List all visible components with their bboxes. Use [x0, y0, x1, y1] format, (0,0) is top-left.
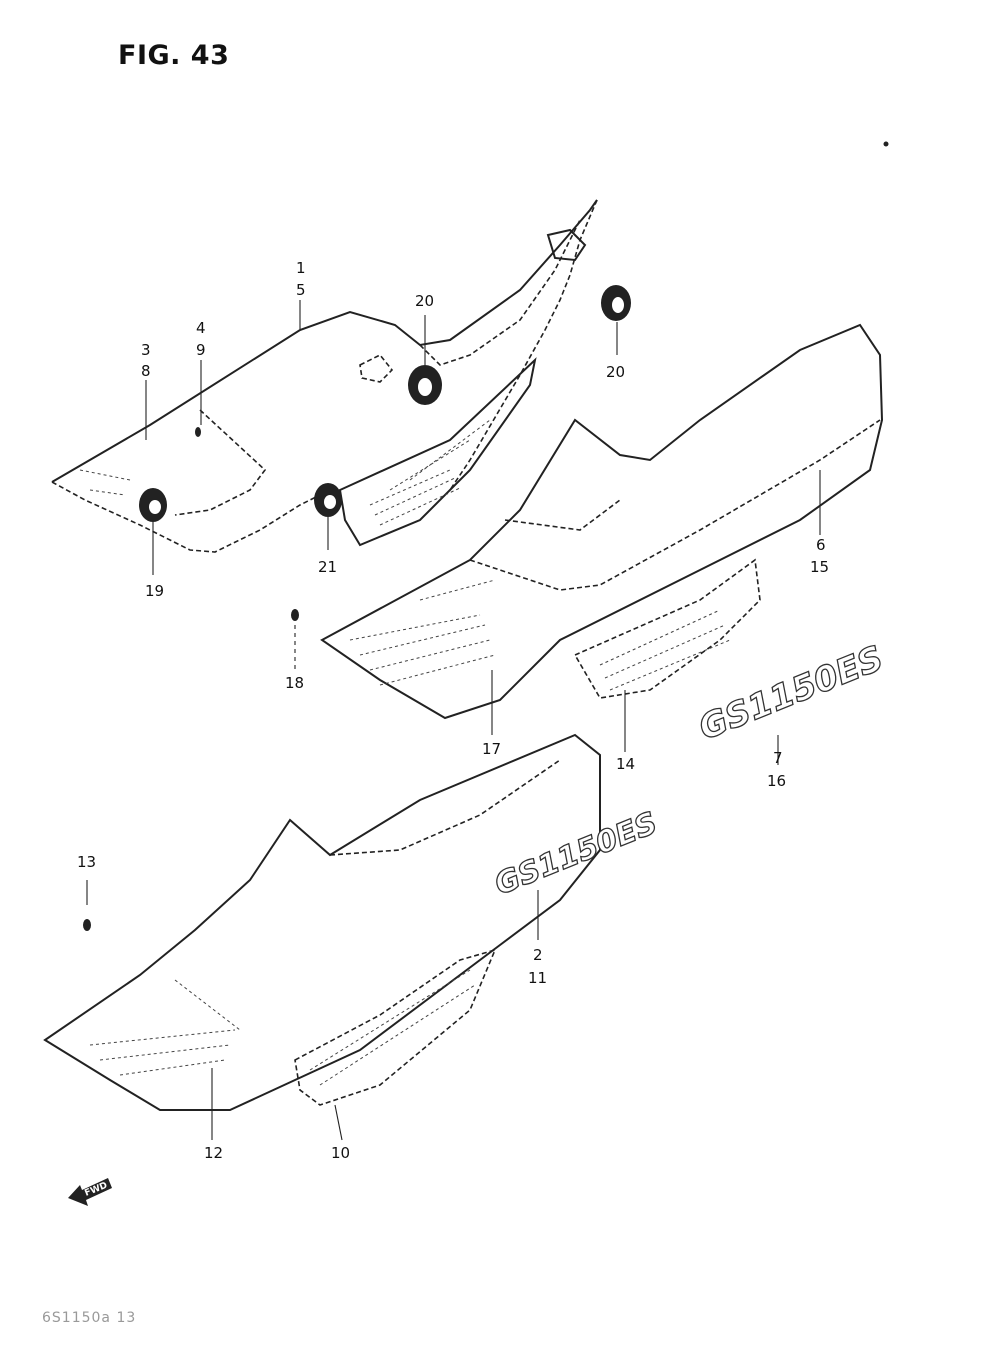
- callout-17: 17: [482, 740, 501, 758]
- callout-12: 12: [204, 1144, 223, 1162]
- callout-20-upper: 20: [415, 292, 434, 310]
- callout-19: 19: [145, 582, 164, 600]
- emblem-upper: GS1150ES: [693, 638, 889, 748]
- callout-10: 10: [331, 1144, 350, 1162]
- callout-8: 8: [141, 362, 151, 380]
- callout-1: 1: [296, 259, 306, 277]
- callout-13: 13: [77, 853, 96, 871]
- frame-cover-lower: [43, 733, 601, 1111]
- callout-3: 3: [141, 341, 151, 359]
- callout-18: 18: [285, 674, 304, 692]
- grommet-20-right: [601, 285, 631, 321]
- callout-9: 9: [196, 341, 206, 359]
- callout-5: 5: [296, 281, 306, 299]
- callout-14: 14: [616, 755, 635, 773]
- screw-13: [83, 919, 91, 931]
- callout-2: 2: [533, 946, 543, 964]
- callout-6: 6: [816, 536, 826, 554]
- grommet-20-upper: [408, 365, 442, 405]
- svg-text:FWD: FWD: [83, 1181, 109, 1199]
- figure-title: FIG. 43: [118, 40, 230, 71]
- frame-cover-left: [51, 199, 598, 553]
- footer-code: 6S1150a 13: [42, 1310, 137, 1326]
- callout-16: 16: [767, 772, 786, 790]
- callout-15: 15: [810, 558, 829, 576]
- emblem-lower: GS1150ES: [490, 806, 662, 903]
- grommet-21: [314, 483, 342, 517]
- nut-4: [195, 427, 201, 437]
- left-cover-grille: [338, 357, 537, 547]
- callout-4: 4: [196, 319, 206, 337]
- callout-20-right: 20: [606, 363, 625, 381]
- callout-7: 7: [773, 749, 783, 767]
- callout-labels: 1 5 3 8 4 9 20 20 19 21 6 15 18 17 14 7 …: [77, 259, 829, 1162]
- callout-21: 21: [318, 558, 337, 576]
- fwd-arrow: FWD: [68, 1178, 112, 1206]
- screw-18: [291, 609, 299, 621]
- leader-lines: [86, 300, 821, 1141]
- grommet-19: [139, 488, 167, 522]
- speck: [883, 141, 889, 147]
- callout-11: 11: [528, 969, 547, 987]
- frame-cover-right: [320, 323, 884, 720]
